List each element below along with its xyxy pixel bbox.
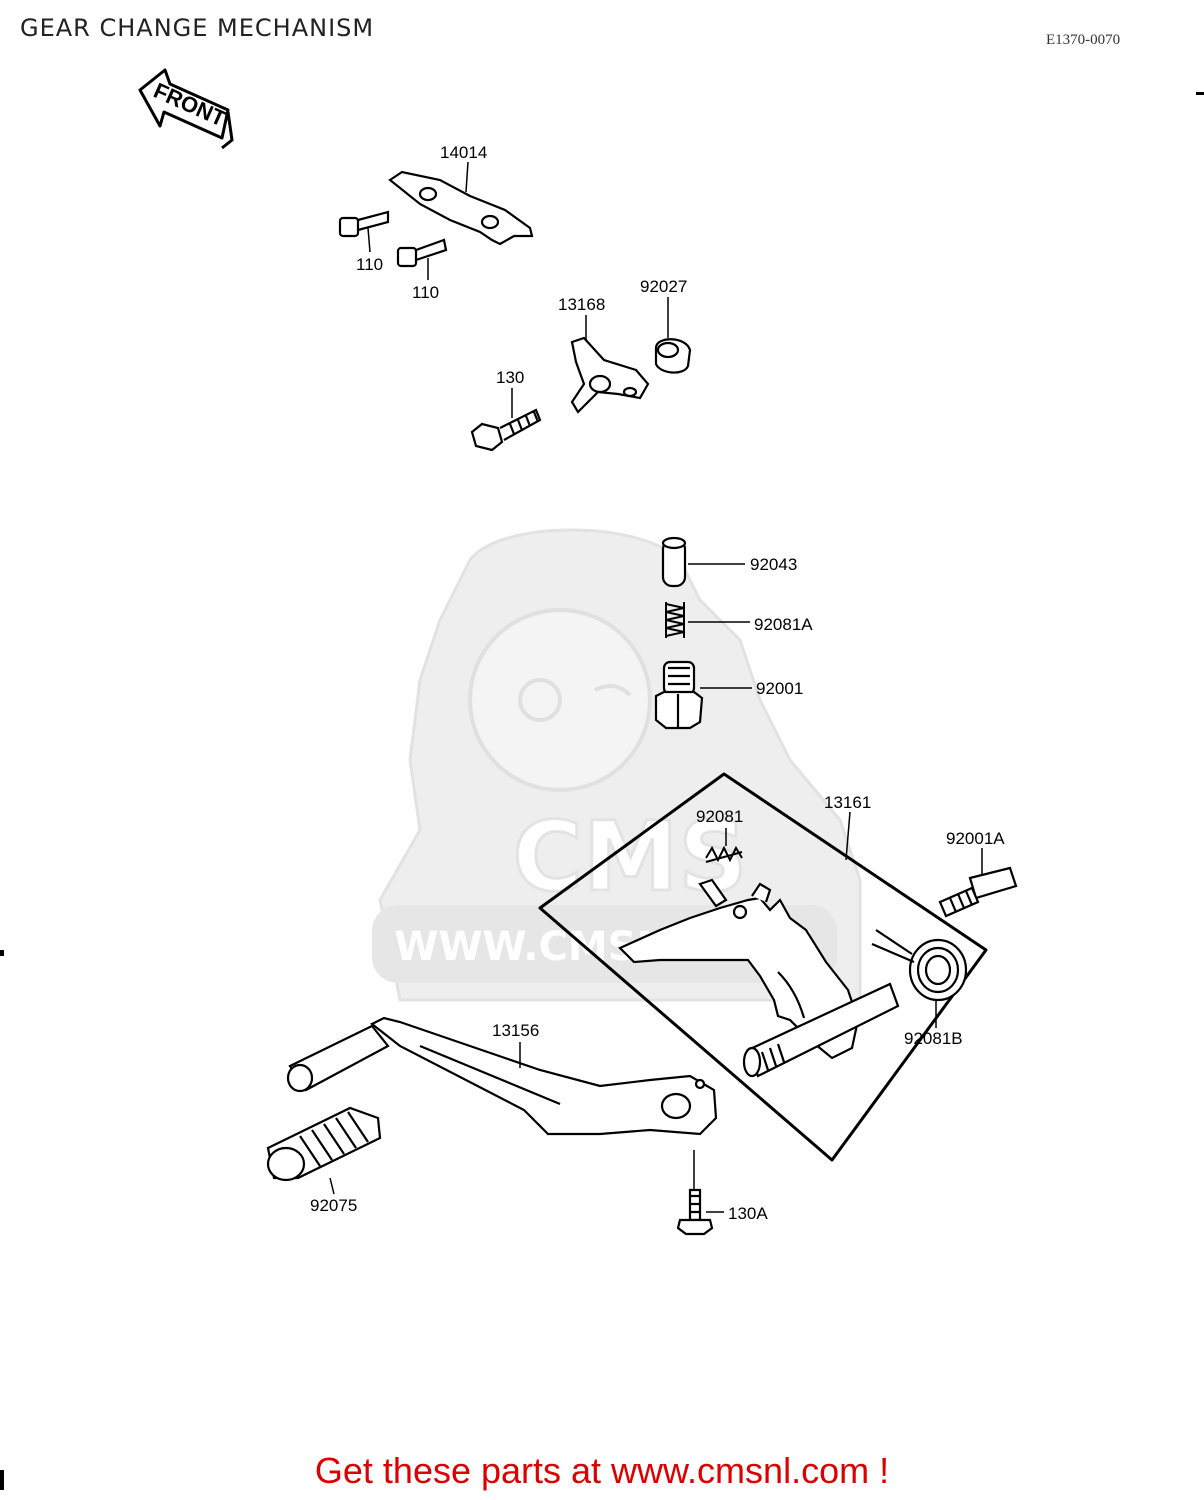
part-110-bolt-a [338, 210, 390, 238]
part-92001-plug [654, 660, 704, 730]
part-110-bolt-b [396, 238, 448, 268]
part-label-130a: 130A [728, 1204, 768, 1223]
part-label-13168: 13168 [558, 295, 605, 314]
part-13168-lever [570, 336, 650, 414]
part-label-13161: 13161 [824, 793, 871, 812]
front-direction-marker: FRONT [138, 68, 234, 150]
watermark-mascot-wink [594, 684, 632, 697]
front-arrow-shape [138, 68, 230, 140]
part-92043-pin [661, 536, 687, 588]
part-label-92081: 92081 [696, 807, 743, 826]
part-92001a-stud [938, 866, 1018, 918]
part-13161-shift-shaft [618, 878, 900, 1078]
leader-92075 [329, 1177, 335, 1195]
assembly-13161-boundary [538, 772, 988, 1162]
front-arrow-shadow [221, 111, 234, 150]
part-130-bolt [470, 408, 542, 452]
watermark-mascot-eye [518, 678, 562, 722]
part-label-92001: 92001 [756, 679, 803, 698]
diagram-code: E1370-0070 [1046, 32, 1121, 48]
part-label-92081a: 92081A [754, 615, 813, 634]
part-92075-rubber [266, 1106, 382, 1182]
leader-14014 [465, 161, 469, 193]
part-92027-bush [654, 338, 692, 374]
part-label-130: 130 [496, 368, 524, 387]
part-label-92001a: 92001A [946, 829, 1005, 848]
scan-edge-mark-right [1196, 92, 1204, 95]
part-92081-spring [705, 845, 743, 863]
part-130a-bolt [676, 1188, 714, 1236]
leader-110-a [367, 227, 371, 253]
page-title: GEAR CHANGE MECHANISM [20, 14, 375, 42]
part-label-13156: 13156 [492, 1021, 539, 1040]
scan-edge-mark-left [0, 950, 4, 956]
call-to-action-link[interactable]: Get these parts at www.cmsnl.com ! [314, 1450, 890, 1491]
leader-13161 [845, 811, 851, 861]
part-92081a-spring [665, 602, 685, 638]
scan-edge-mark-bottom [0, 1470, 4, 1490]
part-label-92043: 92043 [750, 555, 797, 574]
part-label-92075: 92075 [310, 1196, 357, 1215]
part-92081b-spring [871, 929, 968, 1002]
part-label-14014: 14014 [440, 143, 487, 162]
part-label-92027: 92027 [640, 277, 687, 296]
part-label-110-b: 110 [412, 283, 439, 302]
part-13156-shift-pedal [286, 1016, 718, 1136]
part-label-92081b: 92081B [904, 1029, 963, 1048]
part-14014-bracket [388, 170, 534, 246]
part-label-110-a: 110 [356, 255, 383, 274]
